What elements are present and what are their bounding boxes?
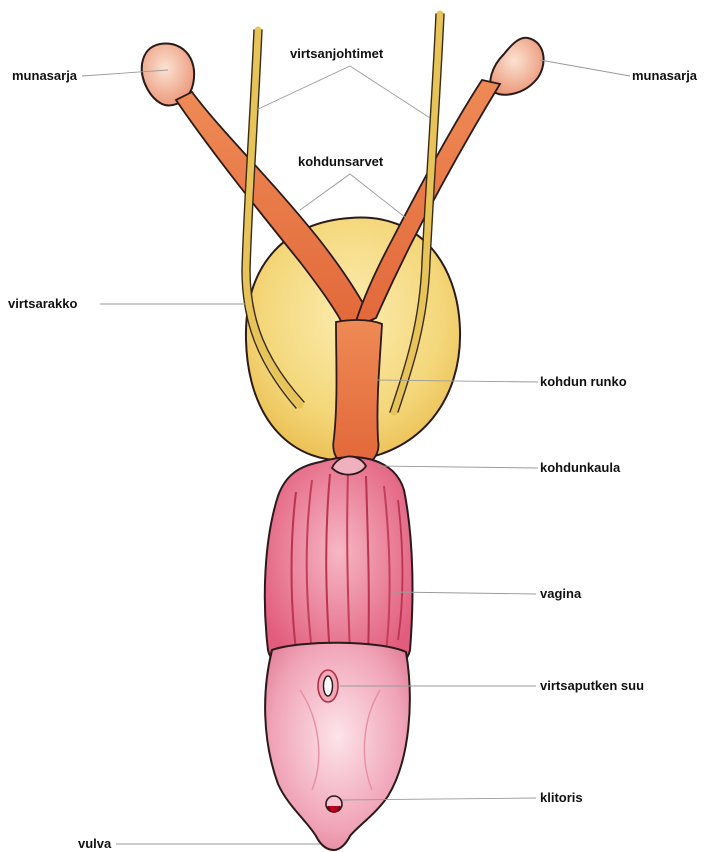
uterus xyxy=(176,80,500,462)
urethral-opening xyxy=(318,670,338,702)
label-urethral-opening: virtsaputken suu xyxy=(540,678,644,693)
label-ovary-left: munasarja xyxy=(12,68,78,83)
clitoris xyxy=(326,796,342,812)
label-clitoris: klitoris xyxy=(540,790,583,805)
leader-cervix xyxy=(378,466,538,468)
vagina xyxy=(265,457,413,668)
leader-ovary-right xyxy=(540,60,630,76)
label-vulva: vulva xyxy=(78,836,112,851)
leader-uterine-horns xyxy=(300,174,406,218)
label-cervix: kohdunkaula xyxy=(540,460,621,475)
label-uterine-horns: kohdunsarvet xyxy=(298,154,384,169)
label-vagina: vagina xyxy=(540,586,582,601)
label-ovary-right: munasarja xyxy=(632,68,698,83)
label-uterine-body: kohdun runko xyxy=(540,374,627,389)
label-ureters: virtsanjohtimet xyxy=(290,46,384,61)
leader-ureters xyxy=(256,66,430,118)
label-bladder: virtsarakko xyxy=(8,296,77,311)
vulva xyxy=(265,643,410,850)
